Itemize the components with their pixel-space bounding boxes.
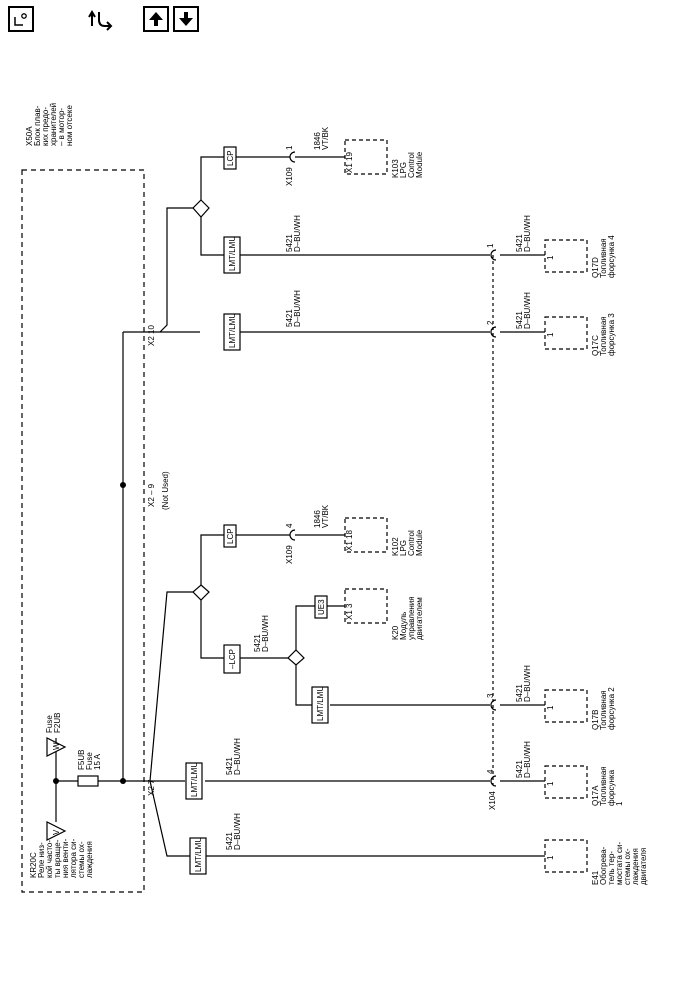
wire-label-q17b-r: 5421D–BU/WH <box>515 665 532 702</box>
pin-e41: 1 <box>546 855 555 860</box>
arrow-down-icon <box>179 12 193 26</box>
k103-label: K103LPGControlModule <box>391 151 424 178</box>
fuse-f5ub-symbol <box>77 775 99 787</box>
wire-label-nlcp: 5421D–BU/WH <box>253 615 270 652</box>
lmt-box-label-2: LMT/LMU <box>228 313 237 348</box>
ue3-box-label: UE3 <box>317 599 326 615</box>
flow-route-button[interactable] <box>88 6 114 32</box>
lmt-box-label-5: LMT/LMU <box>194 837 203 872</box>
x2-7-label: X2 7 <box>147 779 156 796</box>
lcp-box-label-2: LCP <box>226 528 235 544</box>
q17a-label: Q17AТопливнаяфорсунка1 <box>591 766 624 806</box>
pin-q17a: 1 <box>546 781 555 786</box>
x109-label-top: X109 <box>285 167 294 186</box>
pin-2-x104: 2 <box>486 320 495 325</box>
fuse-block-outline <box>21 169 145 893</box>
q17c-label: Q17CТопливнаяфорсунка 3 <box>591 313 616 356</box>
toolbar <box>0 0 700 40</box>
x1-19-label: X1 19 <box>345 152 354 173</box>
k102-label: K102LPGControlModule <box>391 529 424 556</box>
q17b-box <box>544 689 588 723</box>
wire-label-q17c-r: 5421D–BU/WH <box>515 292 532 329</box>
k103-box <box>344 139 388 175</box>
q17b-label: Q17BТопливнаяфорсунка 2 <box>591 687 616 730</box>
scroll-up-button[interactable] <box>143 6 169 32</box>
pin-4-x104: 4 <box>486 769 495 774</box>
lmt-box-label-3: LMT/LMU <box>316 686 325 721</box>
x2-9-label: X2 – 9 <box>147 483 156 507</box>
arrow-up-icon <box>149 12 163 26</box>
k20-box <box>344 588 388 624</box>
relay-pin-label: V <box>52 829 61 835</box>
wire-label-k103: 1846VT/BK <box>313 126 330 150</box>
x2-10-label: X2 10 <box>147 325 156 346</box>
q17d-label: Q17DТопливнаяфорсунка 4 <box>591 235 616 278</box>
x1-18-label: X1 18 <box>345 530 354 551</box>
wire-label-q17a: 5421D–BU/WH <box>225 738 242 775</box>
lmt-box-label-1: LMT/LMU <box>228 236 237 271</box>
fuse-pin-label: W <box>52 742 61 750</box>
wire-label-q17a-r: 5421D–BU/WH <box>515 741 532 778</box>
fuse-f5ub-label: F5UB Fuse 15 A <box>77 747 102 770</box>
kr20c-label: KR20C Реле низ- кой часто- ты враще- ния… <box>29 836 94 878</box>
wire-label-k102: 1846VT/BK <box>313 504 330 528</box>
wire-label-e41: 5421D–BU/WH <box>225 813 242 850</box>
nlcp-box-label: –LCP <box>228 649 237 669</box>
wire-label-q17c: 5421D–BU/WH <box>285 290 302 327</box>
pin-q17c: 1 <box>546 332 555 337</box>
legend-toggle-button[interactable] <box>8 6 34 32</box>
corner-legend-icon <box>14 13 27 26</box>
pin-3-x104: 3 <box>486 693 495 698</box>
scroll-down-button[interactable] <box>173 6 199 32</box>
q17a-box <box>544 765 588 799</box>
pin-q17d: 1 <box>546 255 555 260</box>
x109-label-bottom: X109 <box>285 545 294 564</box>
e41-box <box>544 839 588 873</box>
x1-3-label: X1 3 <box>345 603 354 620</box>
wire-label-q17d-r: 5421D–BU/WH <box>515 215 532 252</box>
pin-q17b: 1 <box>546 705 555 710</box>
wire-label-q17d: 5421D–BU/WH <box>285 215 302 252</box>
lmt-box-label-4: LMT/LMU <box>190 762 199 797</box>
pin-4-x109: 4 <box>285 523 294 528</box>
not-used-label: (Not Used) <box>161 471 170 510</box>
x50a-label: X50A Блок плав- ких предо- хранителей – … <box>25 101 74 146</box>
e41-label: E41Обогрева-тель тер-мостата си-стемы ох… <box>591 841 648 885</box>
pin-1-x109: 1 <box>285 145 294 150</box>
q17d-box <box>544 239 588 273</box>
k102-box <box>344 517 388 553</box>
k20-label: K20Модульуправлениядвигателем <box>391 596 424 640</box>
pin-1-x104: 1 <box>486 243 495 248</box>
q17c-box <box>544 316 588 350</box>
flow-route-icon <box>88 10 113 31</box>
x104-label: X104 <box>488 791 497 810</box>
lcp-box-label-1: LCP <box>226 150 235 166</box>
fuse-f2ub-label: Fuse F2UB <box>45 713 62 733</box>
